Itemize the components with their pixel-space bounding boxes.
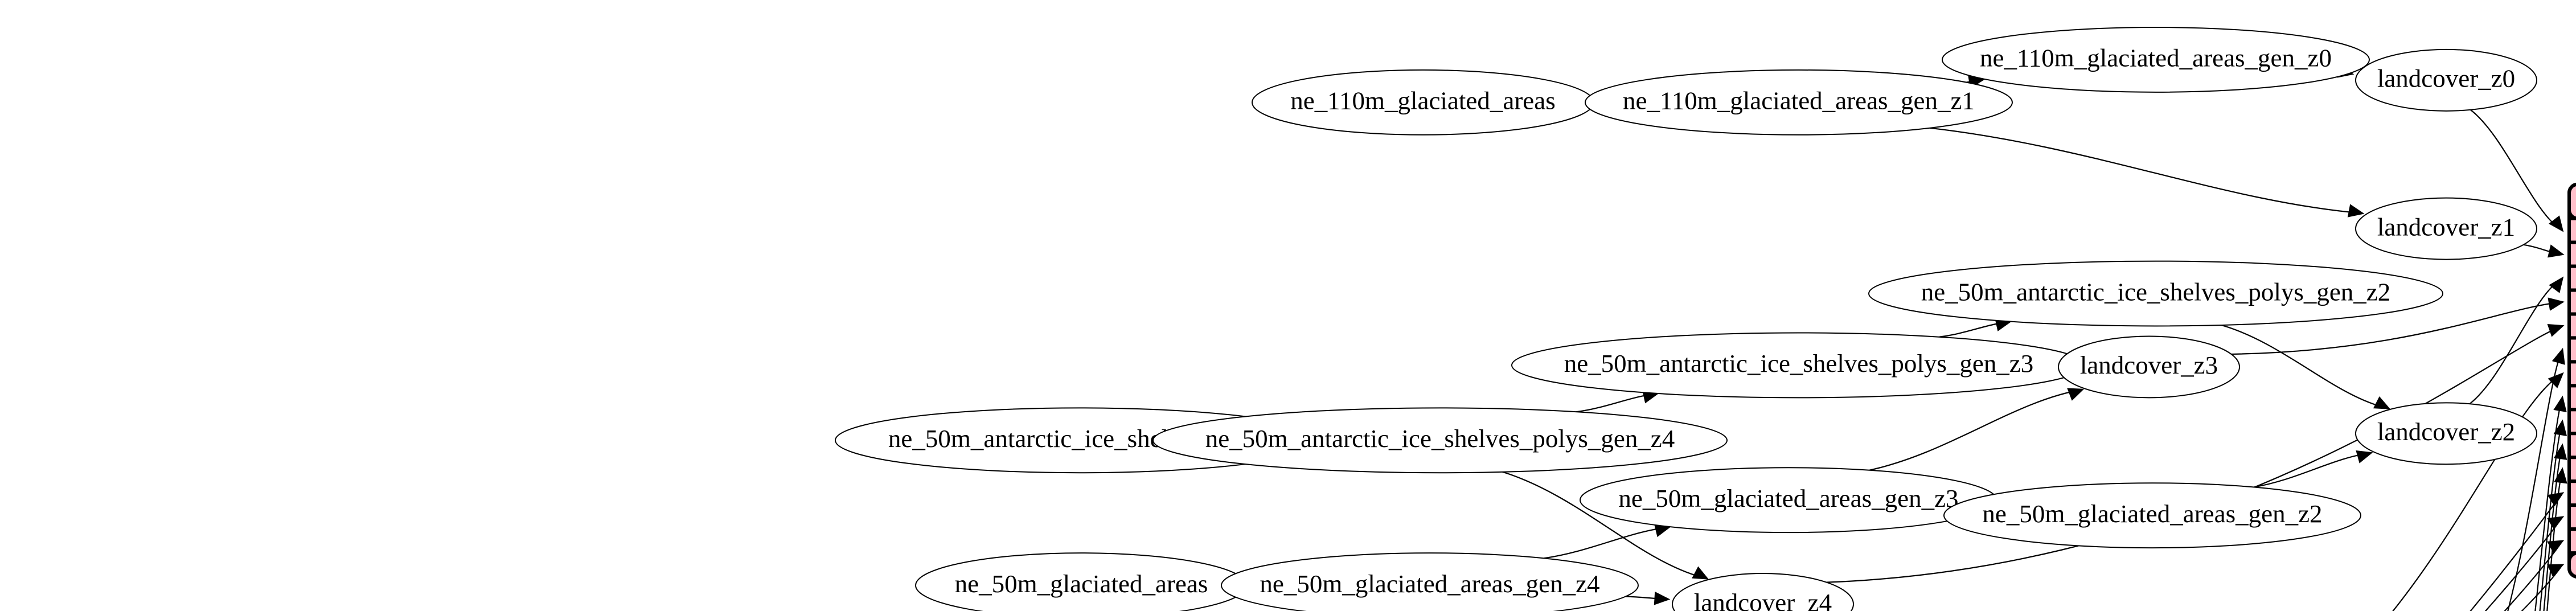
edge-arrowhead [2548, 244, 2565, 258]
node-ellipse [1942, 27, 2369, 92]
graph-edge [2471, 110, 2562, 231]
graph-node-ne_50m_antarctic_ice_shelves_polys_gen_z4[interactable]: ne_50m_antarctic_ice_shelves_polys_gen_z… [1153, 408, 1727, 473]
node-layer: imposm3osm_landcover_polygonsimplify_vw_… [0, 27, 2576, 611]
graph-node-landcover_z2[interactable]: landcover_z2 [2356, 403, 2537, 464]
edge-arrowhead [1654, 591, 1671, 605]
graph-node-landcover_z1[interactable]: landcover_z1 [2356, 198, 2537, 260]
graph-edge [1930, 128, 2362, 214]
graph-edge [2452, 397, 2563, 611]
node-ellipse [1221, 553, 1638, 611]
edge-arrowhead [2554, 467, 2567, 484]
node-ellipse [1944, 483, 2361, 548]
node-label: landcover_z0 [2377, 64, 2515, 93]
node-label: ne_50m_antarctic_ice_shelves_polys_gen_z… [1564, 349, 2034, 378]
node-label: ne_50m_antarctic_ice_shelves_polys_gen_z… [1921, 277, 2391, 306]
node-label: ne_50m_antarctic_ice_shelves_polys_gen_z… [1205, 424, 1675, 453]
graph-edge [2232, 302, 2562, 354]
graph-edge [2456, 350, 2563, 611]
node-label: ne_50m_glaciated_areas_gen_z2 [1982, 499, 2322, 528]
node-ellipse [2058, 336, 2239, 397]
edge-arrowhead [2553, 419, 2567, 436]
layer-landcover-table: layer_landcoverz0z1z2z3z4z5z6z7z8z9z10z1… [2567, 182, 2576, 579]
table-outline [2567, 182, 2576, 579]
node-ellipse [1869, 261, 2443, 326]
graph-node-landcover_z4[interactable]: landcover_z4 [1672, 573, 1853, 611]
node-label: ne_110m_glaciated_areas_gen_z0 [1980, 44, 2332, 72]
graph-edge [2221, 325, 2389, 408]
node-label: ne_110m_glaciated_areas [1290, 87, 1556, 115]
edge-arrowhead [2547, 540, 2565, 554]
edge-arrowhead [2553, 443, 2567, 460]
graph-node-landcover_z3[interactable]: landcover_z3 [2058, 336, 2239, 397]
graph-edge [1544, 527, 1669, 559]
edge-arrowhead [2548, 215, 2564, 232]
graph-edge [2254, 453, 2371, 487]
edge-arrowhead [2548, 297, 2565, 311]
graph-edge [2451, 421, 2562, 611]
node-ellipse [2356, 50, 2537, 111]
node-label: landcover_z4 [1694, 588, 1832, 611]
edge-arrowhead [2547, 324, 2565, 337]
node-ellipse [2356, 198, 2537, 260]
graph-node-landcover_z0[interactable]: landcover_z0 [2356, 50, 2537, 111]
node-ellipse [1153, 408, 1727, 473]
graph-node-ne_110m_glaciated_areas_gen_z1[interactable]: ne_110m_glaciated_areas_gen_z1 [1585, 70, 2012, 135]
graph-edge [1127, 493, 2562, 611]
graph-node-ne_50m_glaciated_areas_gen_z3[interactable]: ne_50m_glaciated_areas_gen_z3 [1580, 468, 1997, 532]
graph-edge [2470, 278, 2562, 404]
edge-arrowhead [2347, 204, 2365, 218]
node-label: ne_50m_glaciated_areas_gen_z4 [1260, 569, 1599, 598]
edge-arrowhead [2067, 388, 2085, 401]
edge-arrowhead [2549, 276, 2564, 293]
edge-arrowhead [2356, 450, 2373, 464]
node-label: landcover_z1 [2377, 212, 2515, 241]
node-label: ne_50m_glaciated_areas_gen_z3 [1618, 484, 1958, 512]
node-ellipse [1672, 573, 1853, 611]
graph-edge [2451, 445, 2562, 611]
graph-node-ne_110m_glaciated_areas_gen_z0[interactable]: ne_110m_glaciated_areas_gen_z0 [1942, 27, 2369, 92]
graph-edge [1503, 472, 1707, 579]
node-label: landcover_z2 [2377, 417, 2515, 446]
graph-node-ne_50m_antarctic_ice_shelves_polys_gen_z3[interactable]: ne_50m_antarctic_ice_shelves_polys_gen_z… [1512, 333, 2086, 397]
graph-edge [1869, 389, 2082, 470]
node-label: ne_110m_glaciated_areas_gen_z1 [1623, 87, 1975, 115]
edge-arrowhead [2373, 396, 2391, 409]
edge-arrowhead [2548, 372, 2564, 388]
node-ellipse [2356, 403, 2537, 464]
edge-layer [883, 64, 2567, 611]
graph-node-ne_50m_glaciated_areas[interactable]: ne_50m_glaciated_areas [916, 553, 1247, 611]
graph-node-ne_50m_antarctic_ice_shelves_polys_gen_z2[interactable]: ne_50m_antarctic_ice_shelves_polys_gen_z… [1869, 261, 2443, 326]
edge-arrowhead [2553, 395, 2567, 412]
node-ellipse [1585, 70, 2012, 135]
graph-edge [1827, 326, 2562, 582]
graph-node-ne_50m_glaciated_areas_gen_z4[interactable]: ne_50m_glaciated_areas_gen_z4 [1221, 553, 1638, 611]
graph-edge [883, 517, 2562, 611]
edge-arrowhead [2552, 347, 2565, 365]
graph-node-ne_110m_glaciated_areas[interactable]: ne_110m_glaciated_areas [1252, 70, 1594, 135]
node-label: ne_50m_glaciated_areas [955, 569, 1208, 598]
graph-node-ne_50m_glaciated_areas_gen_z2[interactable]: ne_50m_glaciated_areas_gen_z2 [1944, 483, 2361, 548]
node-label: landcover_z3 [2080, 351, 2218, 379]
graph-edge [2451, 469, 2562, 611]
edge-arrowhead [1692, 566, 1709, 580]
graph-edge [2185, 374, 2562, 611]
